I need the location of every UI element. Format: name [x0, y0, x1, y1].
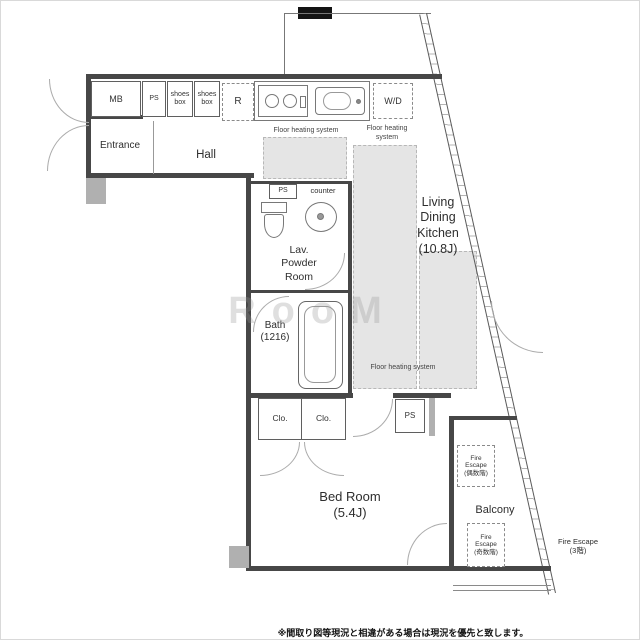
- door-arc-entrance: [47, 125, 89, 171]
- shoes-box-2: shoes box: [194, 81, 220, 117]
- bath-label: Bath (1216): [260, 319, 290, 344]
- wall-mb-bottom: [89, 115, 143, 119]
- outline-line-vertical: [284, 13, 285, 76]
- entrance-step-line: [153, 121, 154, 174]
- bedroom-label: Bed Room (5.4J): [319, 488, 381, 520]
- wall-balcony-left: [449, 416, 454, 571]
- entrance-label: Entrance: [99, 139, 141, 151]
- burner-icon: [283, 94, 297, 108]
- basin-drain-icon: [317, 213, 324, 220]
- faucet-icon: [356, 99, 361, 104]
- fire-escape-label-3f: Fire Escape (3階): [557, 536, 599, 555]
- counter-label: counter: [310, 186, 336, 196]
- wall-entrance-bottom: [86, 173, 254, 178]
- wall-hall-lav: [251, 181, 348, 184]
- wall-stub-ps: [429, 398, 435, 436]
- floor-heating-label-1: Floor heating system: [273, 126, 339, 134]
- wall-bedroom-top-right: [393, 393, 451, 398]
- footnote: ※間取り図等現況と相違がある場合は現況を優先と致します。: [277, 628, 529, 638]
- grill-icon: [300, 96, 306, 108]
- shoes-box-1: shoes box: [167, 81, 193, 117]
- door-arc-balcony: [407, 523, 447, 565]
- stove-icon: [258, 85, 308, 117]
- closet-2: Clo.: [301, 398, 346, 440]
- door-arc-bedroom: [353, 399, 393, 437]
- floor-heating-area-2: [353, 145, 417, 389]
- refrigerator-space: R: [222, 83, 254, 121]
- floor-heating-label-3: Floor heating system: [370, 363, 436, 371]
- door-arc-mb: [49, 79, 89, 123]
- hall-label: Hall: [196, 148, 216, 161]
- sink-icon: [315, 87, 365, 115]
- fire-escape-box-odd: Fire Escape (奇数階): [467, 523, 505, 567]
- closet-1: Clo.: [258, 398, 302, 440]
- wall-bottom: [246, 566, 551, 571]
- toilet-icon: [264, 214, 284, 238]
- wall-stub-bedroom: [229, 546, 249, 568]
- floor-heating-label-2: Floor heating system: [366, 125, 408, 141]
- sink-basin: [323, 92, 351, 110]
- wall-left-main: [246, 173, 251, 571]
- wall-top: [86, 74, 442, 79]
- pipe-space-mid: PS: [269, 184, 297, 199]
- wall-bedroom-top-left: [249, 393, 353, 398]
- washer-dryer-space: W/D: [373, 83, 413, 119]
- wall-balcony-top: [449, 416, 517, 420]
- pipe-space-top: PS: [142, 81, 166, 117]
- burner-icon: [265, 94, 279, 108]
- floor-heating-area-1: [263, 137, 347, 179]
- balcony-label: Balcony: [475, 504, 515, 517]
- wall-lav-bath: [251, 290, 348, 293]
- lav-powder-room-label: Lav. Powder Room: [281, 244, 317, 283]
- pipe-space-lower: PS: [395, 399, 425, 433]
- door-arc-closet-2: [304, 442, 344, 476]
- fire-escape-box-even: Fire Escape (偶数階): [457, 445, 495, 487]
- floor-heating-area-3: [419, 251, 477, 389]
- balcony-outer-edge: [453, 585, 551, 591]
- outline-line-horizontal: [284, 13, 431, 14]
- ldk-label: Living Dining Kitchen (10.8J): [417, 194, 459, 256]
- bathtub-icon: [298, 301, 343, 389]
- bathtub-inner: [304, 306, 336, 383]
- meter-box: MB: [91, 81, 141, 117]
- wall-lav-ldk: [348, 181, 352, 397]
- wall-stub-entrance: [86, 178, 106, 204]
- door-arc-closet-1: [260, 442, 300, 476]
- toilet-tank-icon: [261, 202, 287, 213]
